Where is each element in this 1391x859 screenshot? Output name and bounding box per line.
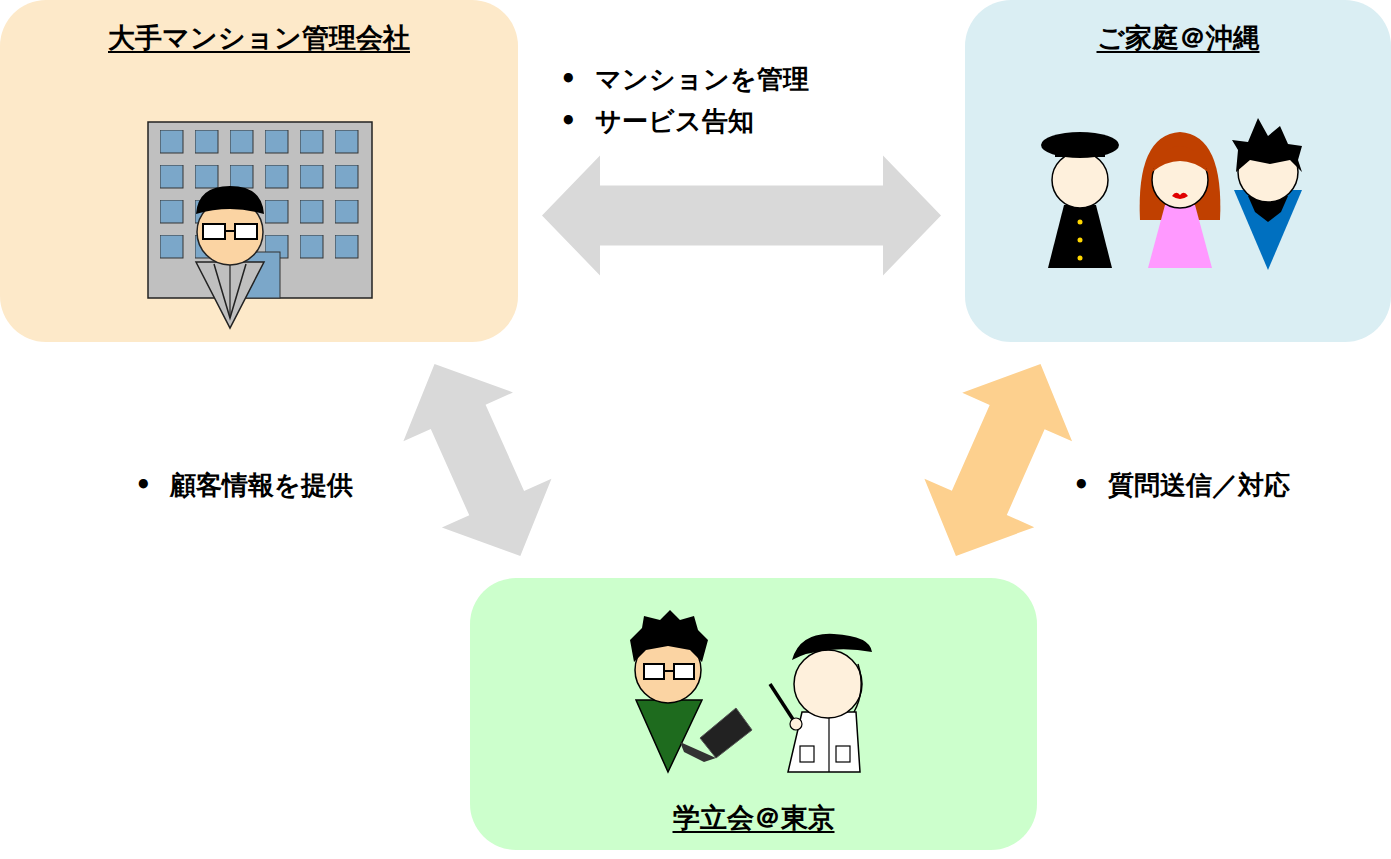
edge-label: • 顧客情報を提供 xyxy=(135,464,435,506)
block-arrow xyxy=(403,364,551,556)
office-building xyxy=(148,122,372,298)
mother-figure xyxy=(1140,132,1221,268)
edge-label: • 質問送信／対応 xyxy=(1073,464,1373,506)
edge-label: • マンションを管理 • サービス告知 xyxy=(560,58,860,142)
block-arrow xyxy=(542,155,941,275)
child-figure xyxy=(1232,118,1302,270)
box-title: 学立会＠東京 xyxy=(673,800,835,836)
box-title: ご家庭＠沖縄 xyxy=(1097,20,1260,56)
engineer-figure xyxy=(630,610,752,772)
manager-figure xyxy=(196,186,264,328)
group-box: 学立会＠東京 xyxy=(470,578,1037,850)
block-arrow xyxy=(924,364,1072,556)
box-title: 大手マンション管理会社 xyxy=(108,20,410,56)
student-figure xyxy=(1041,132,1119,268)
professor-figure xyxy=(770,634,872,772)
